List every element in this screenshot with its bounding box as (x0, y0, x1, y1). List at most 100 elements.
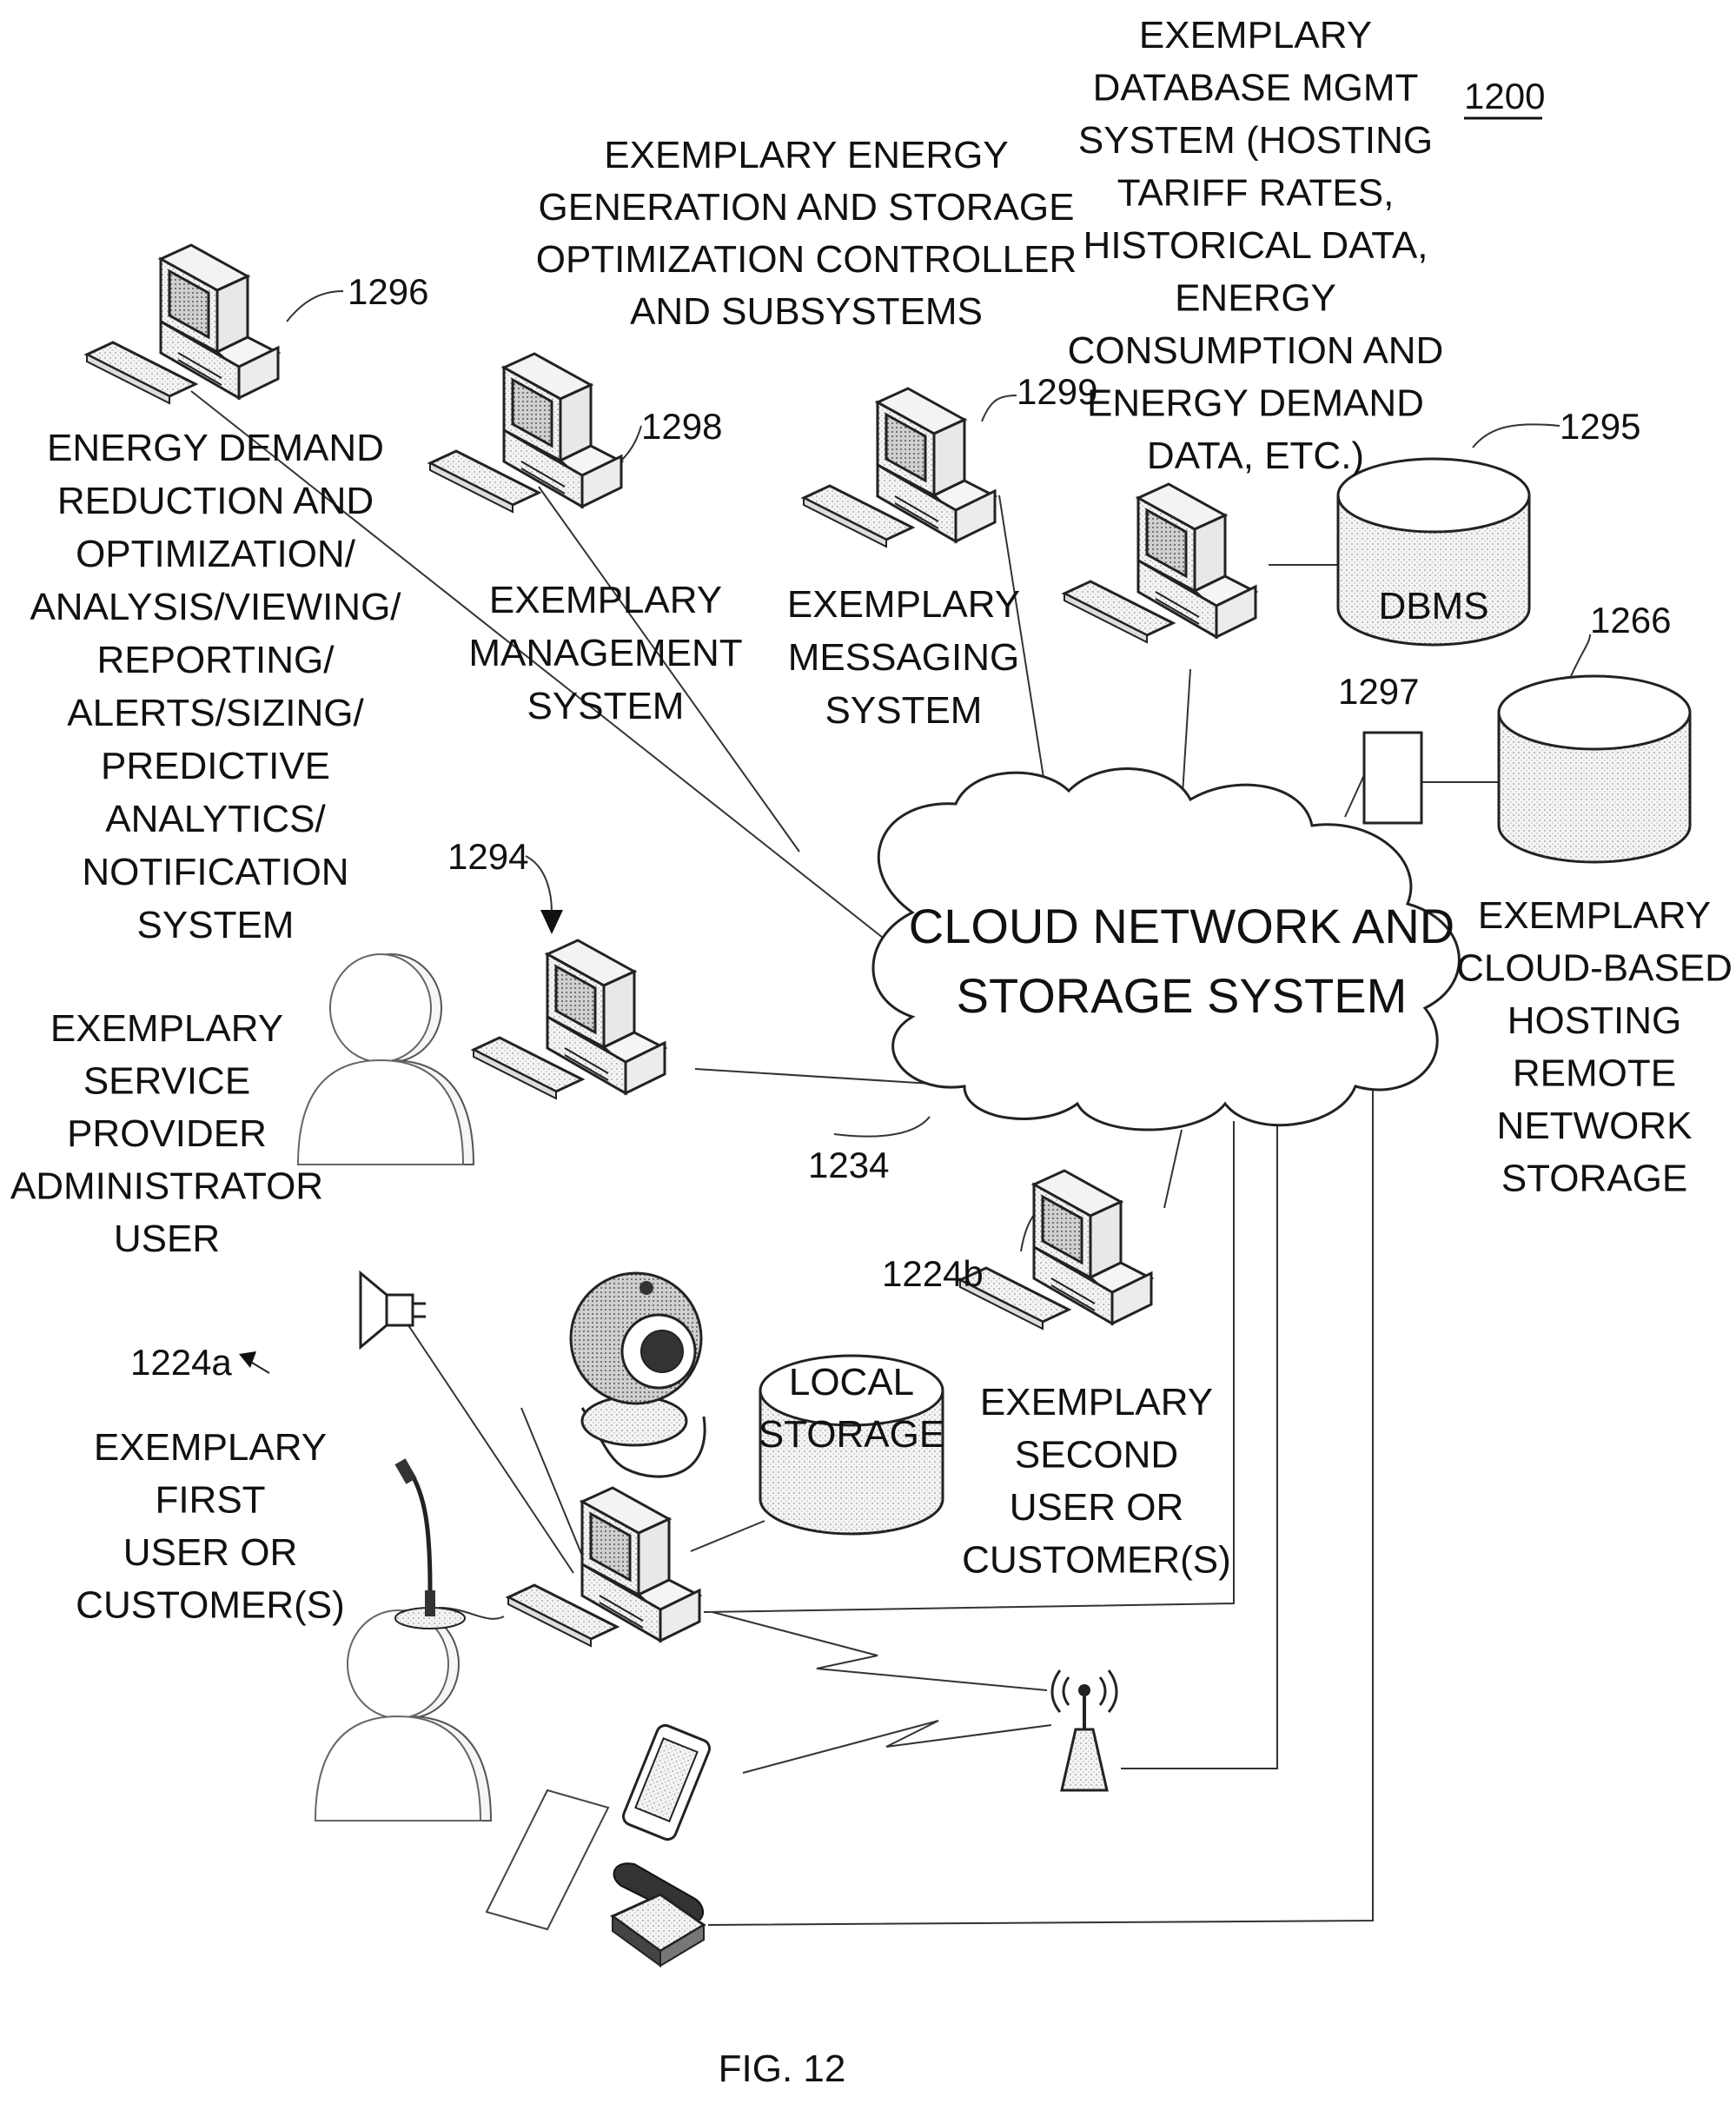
cell-tower-icon (1052, 1670, 1116, 1790)
admin-user-label-line: ADMINISTRATOR (10, 1165, 323, 1208)
admin-user-label-line: EXEMPLARY (50, 1007, 283, 1050)
local-storage-label-line-1: LOCAL (789, 1361, 914, 1404)
wire-speaker (400, 1312, 573, 1573)
ref-1299: 1299 (1017, 371, 1097, 412)
messaging-system-label: EXEMPLARYMESSAGINGSYSTEM (787, 583, 1020, 732)
ref-1234: 1234 (808, 1145, 889, 1185)
computer-messaging-icon (804, 388, 995, 547)
second-user-label-line: SECOND (1015, 1434, 1178, 1477)
messaging-system-label-line: MESSAGING (788, 636, 1020, 679)
first-user-label-line: EXEMPLARY (94, 1426, 327, 1469)
energy-demand-system-label-line: REPORTING/ (96, 639, 335, 681)
wire-ref-1299 (982, 395, 1017, 421)
wire-ref-1296 (287, 291, 343, 322)
management-system-label: EXEMPLARYMANAGEMENTSYSTEM (468, 579, 742, 727)
second-user-label-line: CUSTOMER(S) (962, 1539, 1231, 1582)
database-mgmt-system-label-line: SYSTEM (HOSTING (1078, 119, 1433, 162)
first-user-person-icon (315, 1610, 491, 1821)
wire-ref-1295 (1473, 424, 1560, 448)
ref-1295: 1295 (1560, 406, 1640, 447)
database-mgmt-system-label: EXEMPLARY DATABASE MGMT SYSTEM (HOSTING TAR… (1068, 14, 1444, 477)
wire-local-storage (691, 1521, 765, 1551)
wire-ref-1298 (621, 426, 641, 461)
computer-first-user-icon (508, 1488, 699, 1646)
computer-admin-icon (474, 940, 665, 1098)
ref-1224b: 1224b (882, 1253, 984, 1294)
second-user-label-line: USER OR (1010, 1486, 1183, 1529)
cloud-hosting-storage-label-line: REMOTE (1513, 1052, 1676, 1095)
webcam-icon (571, 1273, 705, 1477)
energy-demand-system-label-line: OPTIMIZATION/ (76, 533, 356, 575)
first-user-label-line: FIRST (155, 1479, 265, 1522)
energy-demand-system-label-line: ENERGY DEMAND (47, 427, 384, 469)
ref-1296: 1296 (348, 271, 428, 312)
energy-demand-system-label-line: PREDICTIVE (101, 745, 330, 787)
computer-energy-demand-icon (87, 245, 278, 403)
energy-demand-system-label-line: REDUCTION AND (57, 480, 374, 522)
ref-1224a: 1224a (130, 1342, 232, 1383)
management-system-label-line: MANAGEMENT (468, 632, 742, 674)
admin-person-icon (298, 954, 474, 1165)
database-mgmt-system-label-line: ENERGY DEMAND (1087, 382, 1424, 425)
cloud-hosting-storage-label-line: HOSTING (1507, 999, 1681, 1042)
ref-1297: 1297 (1338, 671, 1419, 712)
wire-second-user (1164, 1130, 1182, 1208)
energy-demand-system-label-line: ANALYSIS/VIEWING/ (30, 586, 401, 628)
arrow-1224a-icon (239, 1351, 269, 1373)
admin-user-label-line: SERVICE (83, 1060, 250, 1103)
first-user-label: EXEMPLARY FIRST USER OR CUSTOMER(S) (76, 1426, 345, 1627)
microphone-icon (394, 1458, 465, 1629)
remote-storage-cylinder-icon (1499, 676, 1690, 862)
admin-user-label-line: PROVIDER (67, 1112, 267, 1155)
first-user-label-line: USER OR (123, 1531, 297, 1574)
cloud-hosting-storage-label: EXEMPLARY CLOUD-BASED HOSTING REMOTE NETWORK… (1456, 894, 1733, 1200)
optimization-controller-label-line: EXEMPLARY ENERGY (604, 134, 1008, 176)
wireless-link-computer (712, 1612, 1047, 1690)
ref-1294: 1294 (447, 836, 528, 877)
figure-number: 1200 (1464, 76, 1545, 116)
computer-database-icon (1064, 484, 1256, 642)
first-user-label-line: CUSTOMER(S) (76, 1584, 345, 1627)
energy-demand-system-label-line: ANALYTICS/ (105, 798, 326, 840)
second-user-label: EXEMPLARY SECOND USER OR CUSTOMER(S) (962, 1381, 1231, 1582)
ref-1298: 1298 (641, 406, 722, 447)
wireless-link-smartphone (743, 1721, 1051, 1773)
computer-second-user-icon (960, 1171, 1151, 1329)
cloud-label-line-2: STORAGE SYSTEM (957, 968, 1408, 1023)
management-system-label-line: EXEMPLARY (489, 579, 722, 621)
second-user-label-line: EXEMPLARY (980, 1381, 1213, 1424)
admin-user-label-line: USER (114, 1218, 220, 1260)
computer-management-icon (430, 354, 621, 512)
database-mgmt-system-label-line: TARIFF RATES, (1117, 172, 1395, 215)
arrow-1294-icon (526, 856, 563, 934)
database-mgmt-system-label-line: EXEMPLARY (1139, 14, 1372, 56)
database-mgmt-system-label-line: DATA, ETC.) (1147, 435, 1364, 477)
messaging-system-label-line: SYSTEM (825, 689, 983, 732)
optimization-controller-label: EXEMPLARY ENERGY GENERATION AND STORAGE OP… (536, 134, 1077, 333)
local-storage-cylinder-icon: LOCAL STORAGE (759, 1356, 944, 1534)
energy-demand-system-label: ENERGY DEMAND REDUCTION AND OPTIMIZATION/A… (30, 427, 401, 946)
smartphone-icon (620, 1722, 712, 1842)
cloud-label-line-1: CLOUD NETWORK AND (909, 899, 1455, 953)
dbms-label: DBMS (1378, 585, 1488, 627)
database-mgmt-system-label-line: HISTORICAL DATA, (1083, 224, 1428, 267)
optimization-controller-label-line: AND SUBSYSTEMS (630, 290, 983, 333)
cloud-hosting-storage-label-line: NETWORK (1497, 1105, 1693, 1147)
telephone-icon (613, 1863, 704, 1966)
energy-demand-system-label-line: ALERTS/SIZING/ (67, 692, 364, 734)
cloud-hosting-storage-label-line: EXEMPLARY (1478, 894, 1711, 937)
wire-webcam (521, 1408, 582, 1556)
energy-demand-system-label-line: SYSTEM (137, 904, 295, 946)
dbms-cylinder-icon: DBMS (1338, 459, 1529, 645)
admin-user-label: EXEMPLARY SERVICE PROVIDER ADMINISTRATOR USE… (10, 1007, 323, 1260)
database-mgmt-system-label-line: ENERGY (1175, 277, 1336, 320)
cloud-hosting-storage-label-line: CLOUD-BASED (1456, 947, 1733, 990)
database-mgmt-system-label-line: DATABASE MGMT (1093, 67, 1419, 110)
optimization-controller-label-line: GENERATION AND STORAGE (539, 186, 1075, 229)
wire-1234 (834, 1117, 930, 1137)
cloud-hosting-storage-label-line: STORAGE (1501, 1158, 1687, 1200)
optimization-controller-label-line: OPTIMIZATION CONTROLLER (536, 238, 1077, 281)
tablet-icon (487, 1790, 608, 1929)
